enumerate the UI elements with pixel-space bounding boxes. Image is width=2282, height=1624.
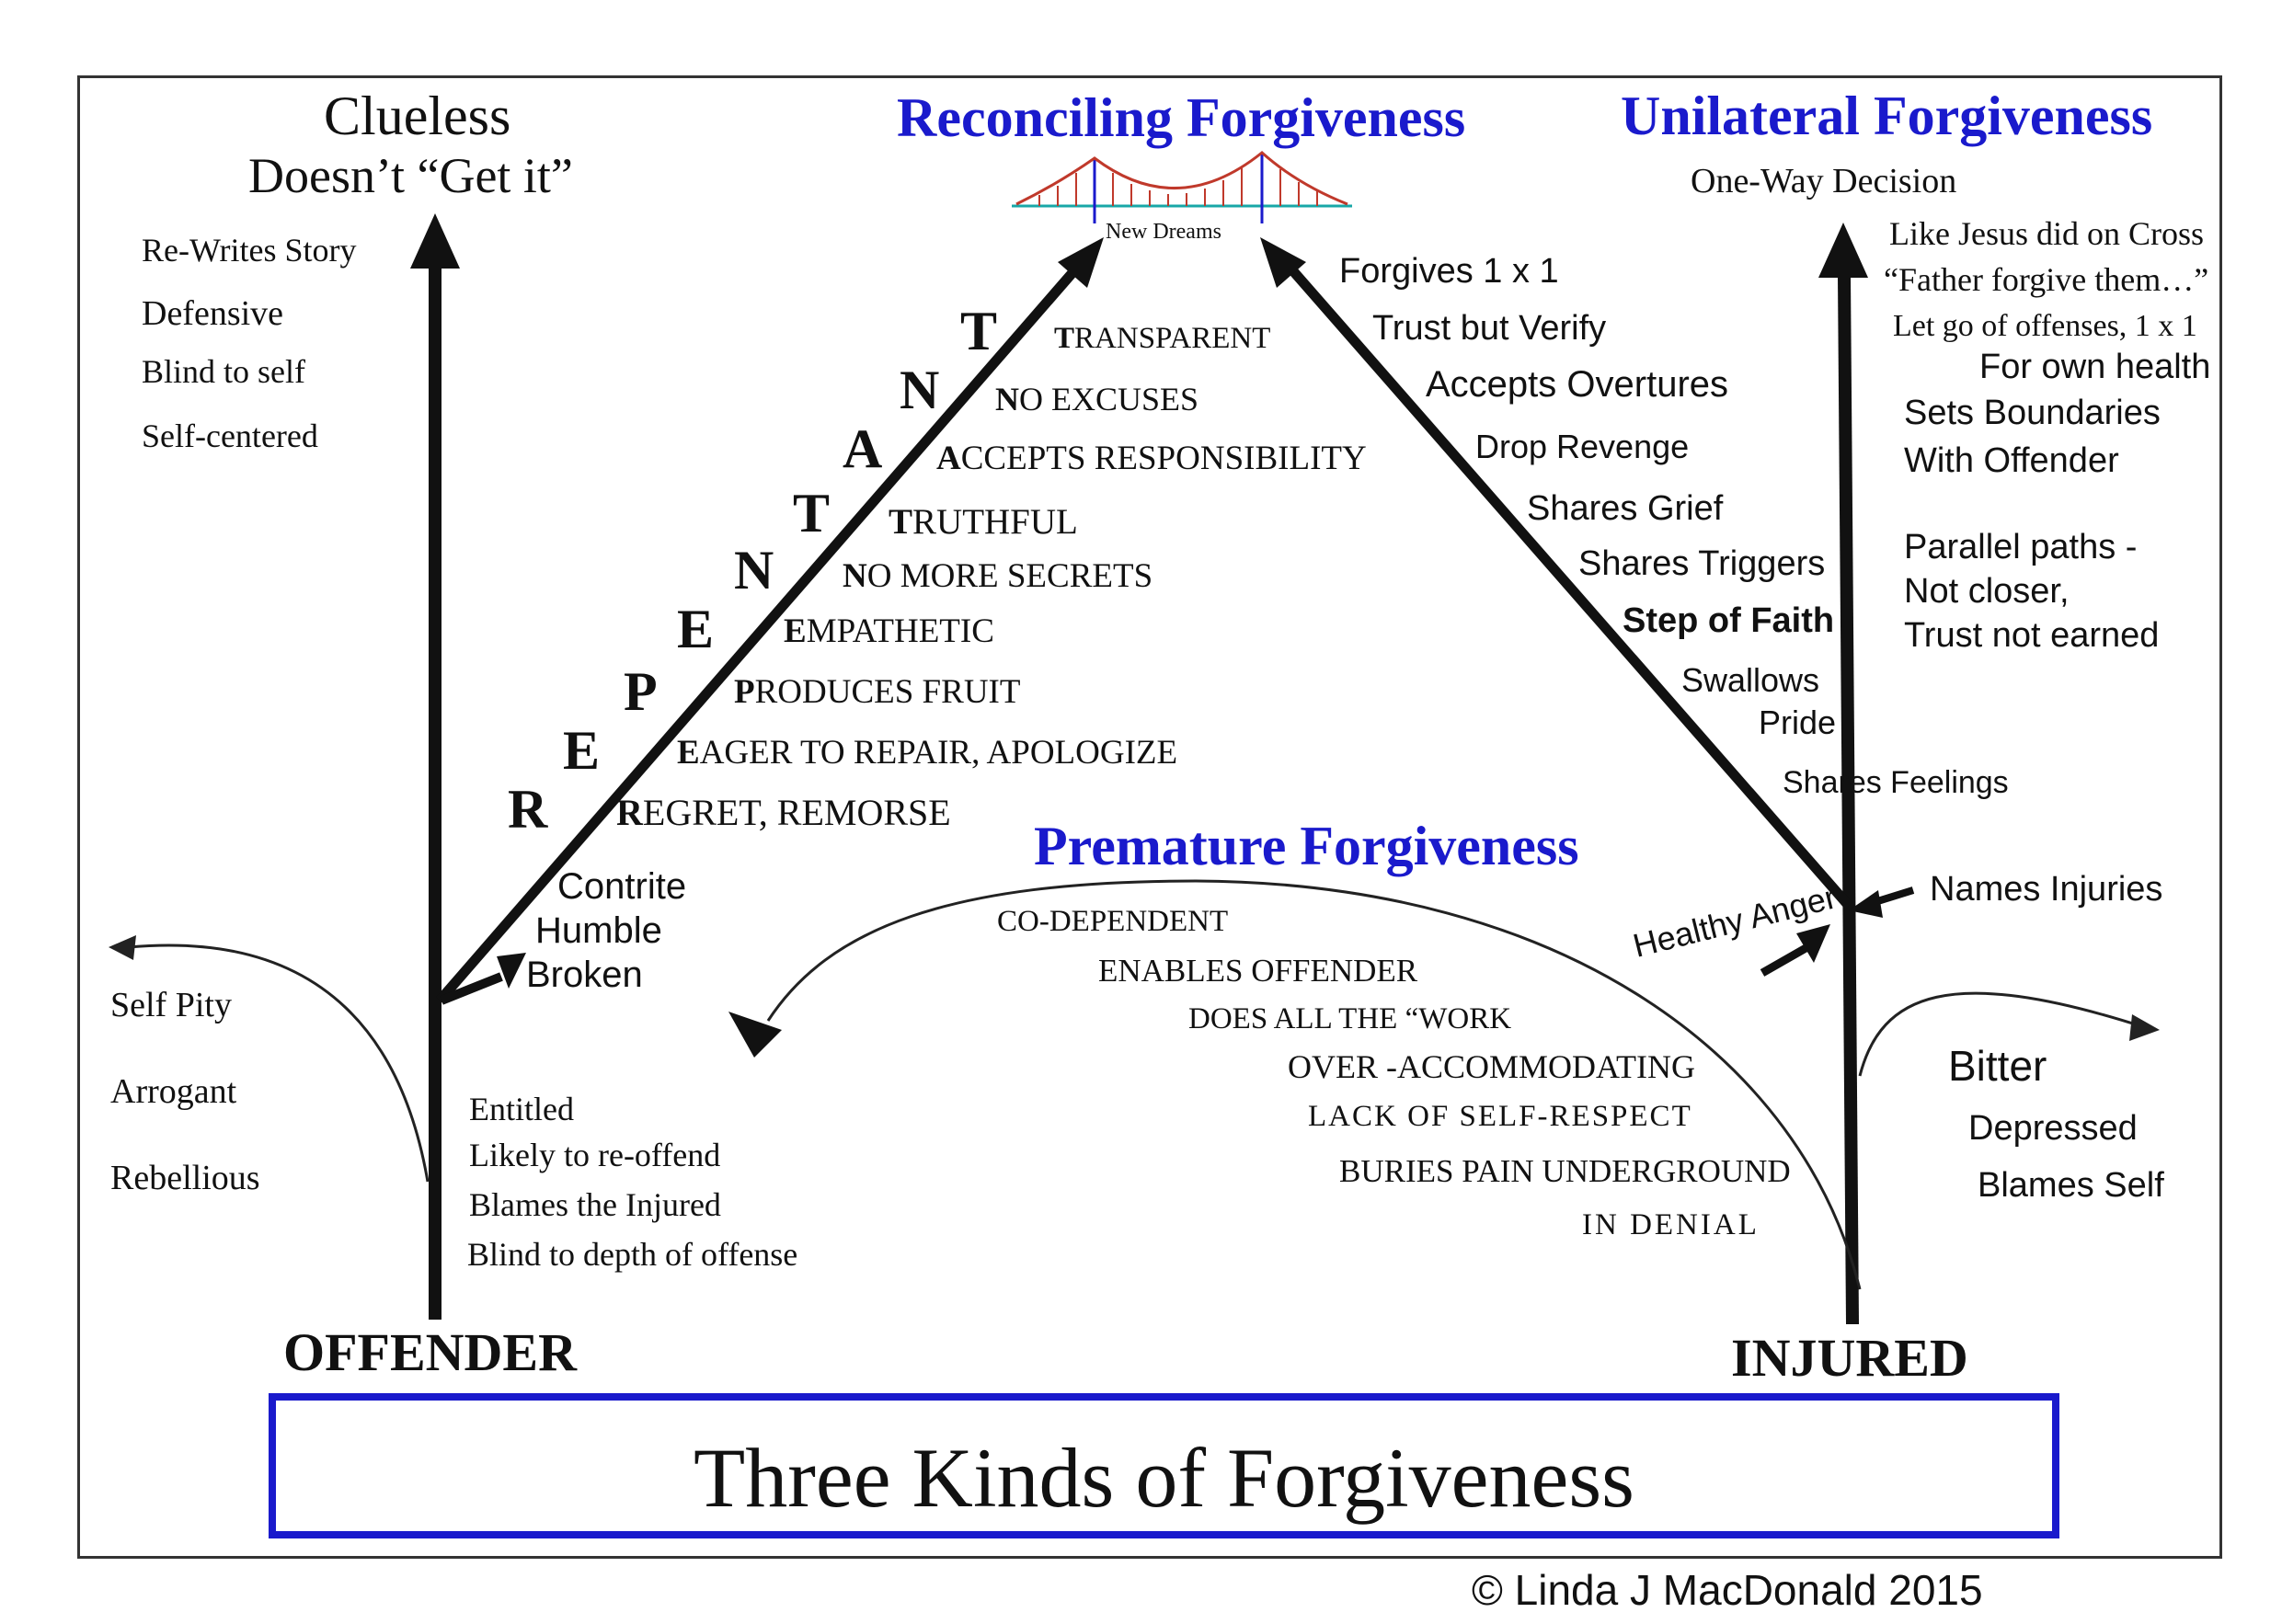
trust-but-verify: Trust but Verify <box>1372 309 1607 348</box>
step-truthful: TRUTHFUL <box>889 502 1078 542</box>
contrite: Contrite <box>557 866 687 907</box>
arrogant: Arrogant <box>110 1072 237 1111</box>
sets-boundaries: Sets Boundaries <box>1904 394 2161 432</box>
accepts-overtures: Accepts Overtures <box>1426 364 1729 405</box>
blames-self: Blames Self <box>1978 1166 2164 1205</box>
in-denial: IN DENIAL <box>1582 1208 1760 1241</box>
father-forgive: “Father forgive them…” <box>1884 261 2209 298</box>
letter-n-2: N <box>734 540 774 600</box>
humble: Humble <box>535 910 662 951</box>
bitter-curve <box>1858 991 2139 1077</box>
bitter: Bitter <box>1948 1042 2047 1090</box>
premature-arc <box>766 879 1862 1290</box>
does-all-work: DOES ALL THE “WORK <box>1188 1002 1512 1035</box>
premature-arrowhead <box>728 1012 782 1058</box>
trait-blind: Blind to self <box>142 353 305 390</box>
contrite-arrow <box>440 972 503 1005</box>
step-of-faith: Step of Faith <box>1623 601 1835 640</box>
injured-label: INJURED <box>1731 1328 1968 1388</box>
blames-injured: Blames the Injured <box>469 1186 721 1223</box>
let-go: Let go of offenses, 1 x 1 <box>1893 309 2197 343</box>
healthy-anger-arrow <box>1760 944 1810 977</box>
shares-triggers: Shares Triggers <box>1578 544 1826 583</box>
reconcile-arrowhead <box>1260 237 1306 288</box>
not-closer: Not closer, <box>1904 572 2070 611</box>
bridge-icon <box>1012 151 1352 223</box>
likely-reoffend: Likely to re-offend <box>469 1137 721 1173</box>
step-produces-fruit: PRODUCES FRUIT <box>734 673 1021 711</box>
rebellious: Rebellious <box>110 1159 260 1197</box>
main-title: Three Kinds of Forgiveness <box>694 1431 1634 1525</box>
step-no-excuses: NO EXCUSES <box>995 381 1199 417</box>
injured-arrowhead <box>1818 223 1868 278</box>
pride: Pride <box>1759 703 1837 741</box>
parallel-paths: Parallel paths - <box>1904 528 2138 566</box>
letter-n-1: N <box>900 360 940 420</box>
letter-p: P <box>624 661 658 722</box>
step-eager-to-repair: EAGER TO REPAIR, APOLOGIZE <box>677 734 1178 772</box>
co-dependent: CO-DEPENDENT <box>997 905 1229 938</box>
letter-t-2: T <box>793 483 831 543</box>
clueless-heading: Clueless <box>324 86 511 146</box>
repentance-arrowhead <box>1058 237 1104 288</box>
for-own-health: For own health <box>1979 348 2211 386</box>
drop-revenge: Drop Revenge <box>1475 428 1690 465</box>
self-pity-curve <box>128 944 430 1183</box>
title-box: Three Kinds of Forgiveness <box>269 1393 2059 1538</box>
doesnt-get-it-heading: Doesn’t “Get it” <box>248 148 573 203</box>
letter-e-1: E <box>677 599 715 659</box>
reconciling-title: Reconciling Forgiveness <box>897 87 1466 148</box>
premature-title: Premature Forgiveness <box>1034 816 1579 876</box>
enables-offender: ENABLES OFFENDER <box>1098 953 1418 989</box>
offender-label: OFFENDER <box>283 1322 577 1382</box>
trait-self-centered: Self-centered <box>142 417 318 454</box>
blind-depth: Blind to depth of offense <box>467 1236 798 1273</box>
entitled: Entitled <box>469 1091 574 1127</box>
buries-pain: BURIES PAIN UNDERGROUND <box>1339 1153 1791 1189</box>
reconcile-arrow <box>1283 261 1853 909</box>
trust-not-earned: Trust not earned <box>1904 616 2160 655</box>
trait-defensive: Defensive <box>142 294 284 333</box>
step-regret: REGRET, REMORSE <box>616 792 951 833</box>
shares-grief: Shares Grief <box>1527 489 1724 528</box>
shares-feelings: Shares Feelings <box>1783 765 2009 800</box>
step-transparent: TRANSPARENT <box>1054 322 1271 355</box>
with-offender: With Offender <box>1904 441 2119 480</box>
forgives-1x1: Forgives 1 x 1 <box>1339 252 1559 291</box>
copyright: © Linda J MacDonald 2015 <box>1472 1566 1983 1614</box>
depressed: Depressed <box>1968 1109 2138 1148</box>
broken: Broken <box>526 955 643 995</box>
letter-t-1: T <box>960 301 998 361</box>
letter-r: R <box>508 779 548 840</box>
like-jesus: Like Jesus did on Cross <box>1889 215 2204 252</box>
trait-rewrites: Re-Writes Story <box>142 232 357 269</box>
lack-self-respect: LACK OF SELF-RESPECT <box>1308 1100 1692 1133</box>
step-accepts-responsibility: ACCEPTS RESPONSIBILITY <box>936 440 1367 477</box>
offender-arrowhead <box>410 213 460 269</box>
over-accommodating: OVER -ACCOMMODATING <box>1288 1048 1696 1085</box>
injured-vertical-arrow <box>1838 275 1859 1325</box>
names-injuries: Names Injuries <box>1930 870 2163 909</box>
letter-e-2: E <box>563 720 601 781</box>
bridge-caption: New Dreams <box>1106 220 1221 244</box>
step-empathetic: EMPATHETIC <box>784 612 994 650</box>
letter-a: A <box>843 418 883 479</box>
unilateral-title: Unilateral Forgiveness <box>1621 86 2153 146</box>
diagram-frame <box>77 75 2222 1559</box>
self-pity: Self Pity <box>110 986 232 1024</box>
swallows: Swallows <box>1681 661 1820 699</box>
step-no-more-secrets: NO MORE SECRETS <box>843 557 1153 595</box>
repentance-arrow <box>435 265 1081 1004</box>
unilateral-subtitle: One-Way Decision <box>1691 162 1957 200</box>
